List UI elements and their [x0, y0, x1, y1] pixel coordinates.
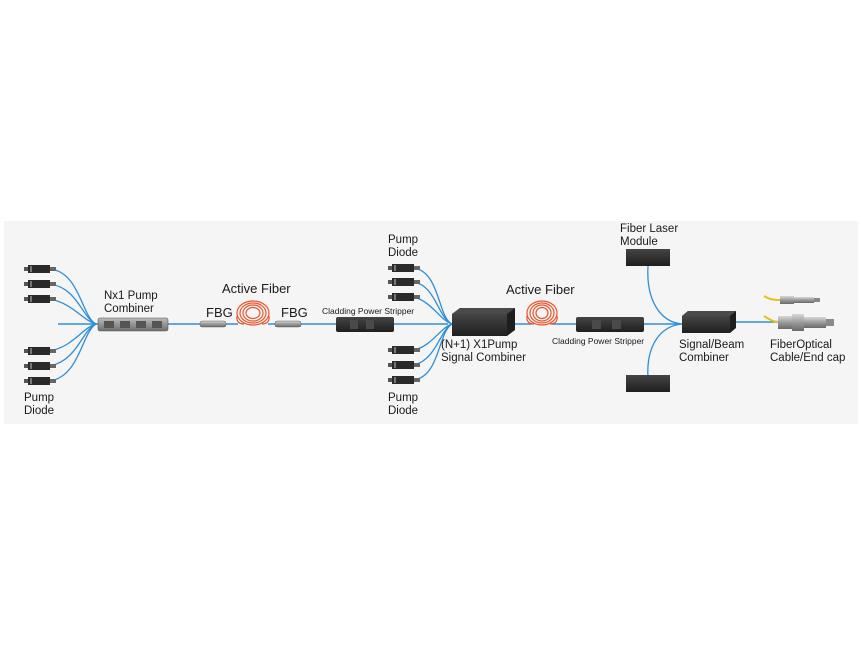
active-fiber-coil-1 — [236, 300, 270, 326]
signal-combiner-label: (N+1) X1Pump Signal Combiner — [441, 339, 527, 364]
active-fiber-label-1: Active Fiber — [222, 281, 291, 296]
signal-combiner-box — [452, 308, 515, 336]
cladding-power-stripper-1 — [336, 317, 394, 332]
fbg-2 — [274, 320, 302, 328]
signal-beam-combiner-label: Signal/Beam Combiner — [679, 339, 745, 364]
fiber-laser-module-label: Fiber Laser Module — [620, 223, 679, 248]
active-fiber-coil-2 — [526, 300, 558, 326]
fbg-label-1: FBG — [206, 305, 233, 320]
pump-diode-group-2 — [388, 264, 453, 384]
fiberoptical-cable-label: FiberOptical Cable/End cap — [770, 339, 846, 364]
cladding-power-stripper-label-1: Cladding Power Stripper — [322, 306, 415, 316]
fbg-label-2: FBG — [281, 305, 308, 320]
beam-combiner-box — [682, 311, 736, 333]
fbg-1 — [199, 320, 227, 328]
pump-diode-label-2-bottom: Pump Diode — [388, 392, 419, 417]
cladding-power-stripper-2 — [576, 317, 644, 332]
cladding-power-stripper-label-2: Cladding Power Stripper — [552, 336, 645, 346]
fiberoptical-cable-end-cap — [763, 295, 834, 331]
active-fiber-label-2: Active Fiber — [506, 282, 575, 297]
pump-diode-group-1 — [24, 265, 97, 385]
pump-diode-label-1: Pump Diode — [24, 392, 55, 417]
fiber-laser-modules — [626, 249, 683, 392]
pump-diode-label-2-top: Pump Diode — [388, 234, 419, 259]
nx1-pump-combiner-label: Nx1 Pump Combiner — [104, 290, 158, 315]
nx1-pump-combiner — [97, 317, 169, 332]
